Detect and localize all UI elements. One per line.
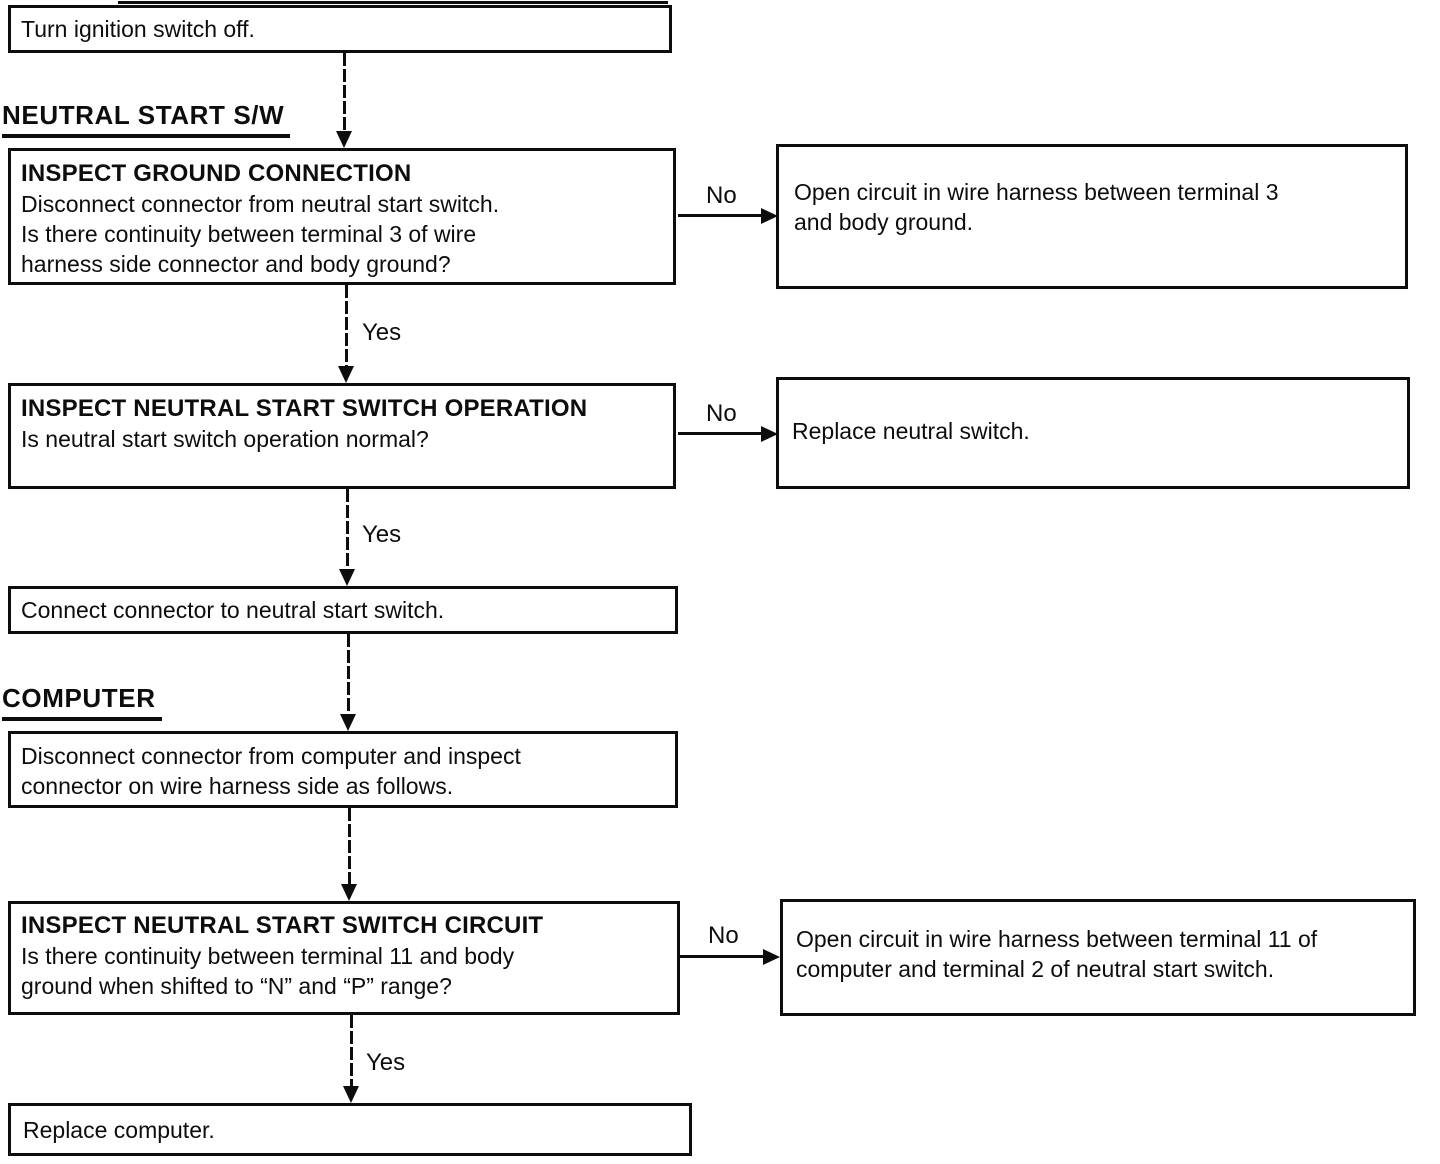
flow-box-open-circuit-terminal11: Open circuit in wire harness between ter…	[780, 899, 1416, 1016]
connector-line	[678, 214, 766, 217]
flow-box-line: harness side connector and body ground?	[21, 251, 451, 277]
connector-line	[343, 53, 346, 133]
flow-box-line: ground when shifted to “N” and “P” range…	[21, 973, 452, 999]
top-border-artifact	[118, 1, 668, 4]
flow-box-title: INSPECT GROUND CONNECTION	[21, 160, 412, 187]
arrow-right-icon	[761, 208, 778, 224]
section-label-neutral-start-sw: NEUTRAL START S/W	[2, 100, 291, 138]
flow-box-replace-neutral-switch: Replace neutral switch.	[776, 377, 1410, 489]
flow-box-line: Open circuit in wire harness between ter…	[794, 179, 1279, 205]
flow-box-inspect-operation: INSPECT NEUTRAL START SWITCH OPERATION I…	[8, 383, 676, 489]
flow-box-disconnect-computer: Disconnect connector from computer and i…	[8, 731, 678, 808]
flow-box-line: Disconnect connector from neutral start …	[21, 191, 500, 217]
flow-box-line: computer and terminal 2 of neutral start…	[796, 956, 1275, 982]
edge-label-yes: Yes	[362, 521, 402, 548]
connector-line	[348, 808, 351, 884]
flow-box-open-circuit-terminal3: Open circuit in wire harness between ter…	[776, 144, 1408, 289]
edge-label-no: No	[706, 182, 737, 209]
arrow-right-icon	[761, 426, 778, 442]
flow-box-inspect-circuit: INSPECT NEUTRAL START SWITCH CIRCUIT Is …	[8, 901, 680, 1015]
flow-box-start-text: Turn ignition switch off.	[21, 16, 255, 42]
flow-box-line: Disconnect connector from computer and i…	[21, 743, 521, 769]
arrow-down-icon	[338, 366, 354, 383]
arrow-right-icon	[763, 949, 780, 965]
flow-box-text: Connect connector to neutral start switc…	[21, 597, 445, 623]
arrow-down-icon	[339, 569, 355, 586]
arrow-down-icon	[336, 131, 352, 148]
flow-box-connect-connector: Connect connector to neutral start switc…	[8, 586, 678, 634]
connector-line	[678, 432, 766, 435]
edge-label-no: No	[706, 400, 737, 427]
flow-box-line: Open circuit in wire harness between ter…	[796, 926, 1318, 952]
flow-box-line: Replace neutral switch.	[792, 418, 1030, 444]
flow-box-title: INSPECT NEUTRAL START SWITCH OPERATION	[21, 395, 588, 422]
connector-line	[346, 489, 349, 571]
flow-box-replace-computer: Replace computer.	[8, 1103, 692, 1156]
flow-box-start: Turn ignition switch off.	[8, 5, 672, 53]
flow-box-line: connector on wire harness side as follow…	[21, 773, 454, 799]
flow-box-text: Replace computer.	[23, 1116, 215, 1143]
arrow-down-icon	[341, 884, 357, 901]
arrow-down-icon	[343, 1086, 359, 1103]
flow-box-inspect-ground: INSPECT GROUND CONNECTION Disconnect con…	[8, 148, 676, 285]
arrow-down-icon	[340, 714, 356, 731]
flow-box-line: Is neutral start switch operation normal…	[21, 426, 429, 452]
edge-label-no: No	[708, 922, 739, 949]
flow-box-line: and body ground.	[794, 209, 974, 235]
connector-line	[345, 285, 348, 367]
section-label-computer: COMPUTER	[2, 683, 162, 721]
flow-box-line: Is there continuity between terminal 11 …	[21, 943, 515, 969]
connector-line	[347, 634, 350, 714]
flow-box-line: Is there continuity between terminal 3 o…	[21, 221, 477, 247]
edge-label-yes: Yes	[362, 319, 402, 346]
connector-line	[350, 1015, 353, 1087]
connector-line	[680, 955, 768, 958]
flow-box-title: INSPECT NEUTRAL START SWITCH CIRCUIT	[21, 912, 544, 939]
edge-label-yes: Yes	[366, 1049, 406, 1076]
